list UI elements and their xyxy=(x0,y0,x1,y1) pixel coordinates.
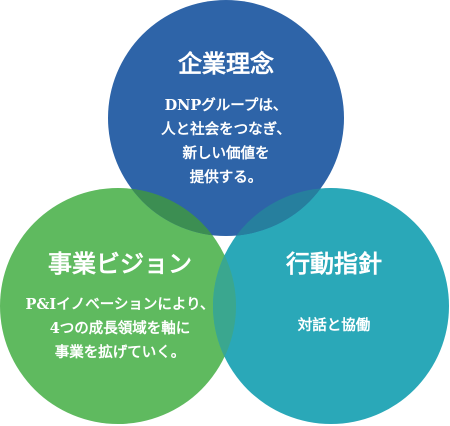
vision-title: 事業ビジョン xyxy=(48,249,192,278)
philosophy-line-3: 新しい価値を xyxy=(183,144,270,162)
guidelines-title: 行動指針 xyxy=(285,249,382,278)
philosophy-line-2: 人と社会をつなぎ、 xyxy=(161,120,291,138)
philosophy-line-4: 提供する。 xyxy=(190,168,263,186)
philosophy-line-1: DNPグループは、 xyxy=(165,96,288,114)
vision-line-1: P&Iイノベーションにより、 xyxy=(25,296,214,313)
circle-vision xyxy=(0,188,236,424)
vision-line-3: 事業を拡げていく。 xyxy=(55,343,186,361)
philosophy-title: 企業理念 xyxy=(178,49,274,78)
guidelines-line-1: 対話と協働 xyxy=(297,316,371,334)
vision-line-2: 4つの成長領域を軸に xyxy=(50,319,191,337)
circle-philosophy xyxy=(108,0,344,236)
circle-guidelines xyxy=(213,188,449,424)
